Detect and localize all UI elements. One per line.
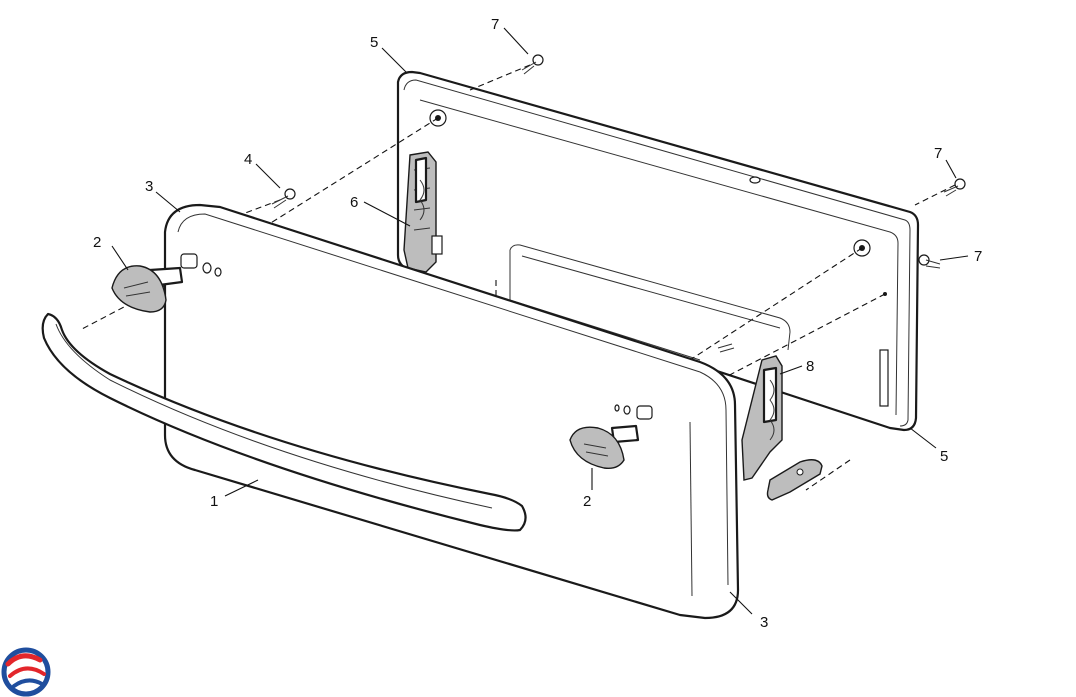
callout-6: 6 — [350, 194, 358, 211]
door-handle — [41, 312, 527, 532]
callout-3: 3 — [760, 614, 768, 631]
brand-swirl-logo — [1, 647, 51, 697]
callout-7: 7 — [934, 145, 942, 162]
hinge-right — [741, 355, 823, 501]
callout-4: 4 — [244, 151, 252, 168]
callout-2: 2 — [93, 234, 101, 251]
callout-7: 7 — [974, 248, 982, 265]
hinge-left — [403, 151, 443, 273]
screw-rear-lower — [717, 343, 735, 353]
handle-bracket-right — [569, 424, 640, 470]
callout-3: 3 — [145, 178, 153, 195]
callout-1: 1 — [210, 493, 218, 510]
callout-8: 8 — [806, 358, 814, 375]
screw-4 — [271, 188, 296, 209]
callout-2: 2 — [583, 493, 591, 510]
screw-7-top — [521, 54, 544, 75]
callout-7: 7 — [491, 16, 499, 33]
callout-5: 5 — [940, 448, 948, 465]
callout-numbers: 1 2 2 3 3 4 5 5 6 7 7 7 8 — [93, 16, 982, 631]
screw-7-right-upper — [943, 178, 966, 197]
front-panel — [163, 203, 740, 620]
screw-7-right-lower — [918, 254, 941, 269]
handle-bracket-left — [111, 265, 184, 313]
callout-5: 5 — [370, 34, 378, 51]
callout-leaders — [111, 27, 969, 615]
